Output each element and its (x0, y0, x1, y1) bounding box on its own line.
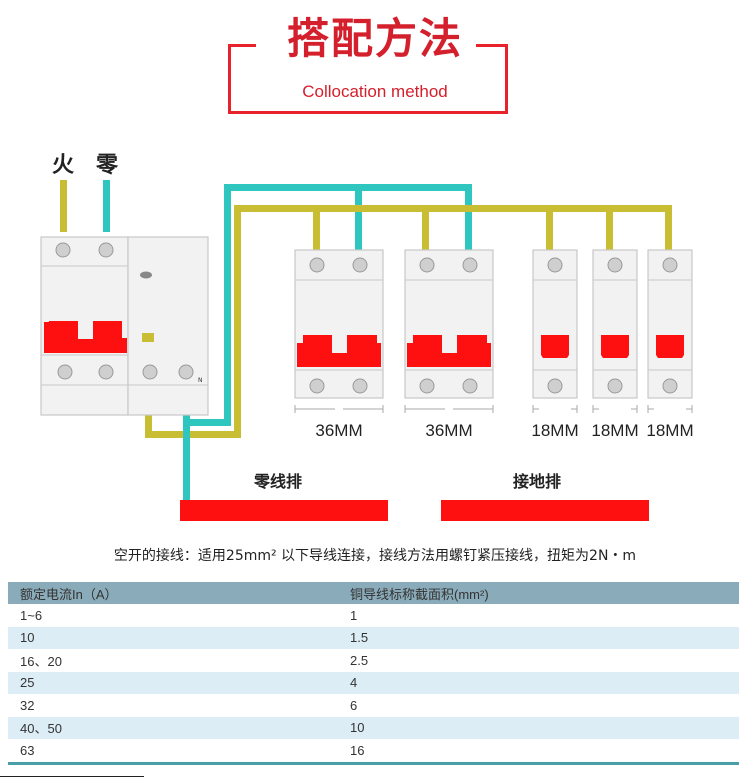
terminal-screw-icon (98, 364, 114, 380)
cell-area: 4 (338, 671, 739, 694)
cell-current: 40、50 (8, 716, 338, 739)
header-wire-cross-section: 铜导线标称截面积(mm²) (338, 582, 739, 604)
table-row: 16、20 2.5 (8, 649, 739, 672)
ground-busbar (441, 500, 649, 521)
terminal-screw-icon (98, 242, 114, 258)
neutral-wire (183, 184, 472, 505)
terminal-screw-icon (662, 257, 678, 273)
breaker-width-label: 36MM (425, 421, 472, 440)
terminal-screw-icon (309, 378, 325, 394)
terminal-screw-icon (309, 257, 325, 273)
cell-area: 2.5 (350, 652, 369, 668)
breaker-2p: 36MM (404, 249, 494, 440)
page-subtitle: Collocation method (302, 82, 448, 101)
breaker-width-label: 18MM (531, 421, 578, 440)
handle-icon (297, 335, 381, 367)
table-row: 1~6 1 (8, 604, 739, 627)
terminal-screw-icon (462, 378, 478, 394)
neutral-busbar (180, 500, 388, 521)
cell-current: 63 (8, 739, 338, 765)
dimension-line (647, 405, 693, 413)
terminal-screw-icon (352, 378, 368, 394)
title-frame-top-right (476, 44, 508, 47)
dimension-line (294, 405, 384, 413)
handle-icon (656, 335, 684, 358)
breaker-width-label: 36MM (315, 421, 362, 440)
breaker-1p: 18MM (591, 249, 639, 440)
header-rated-current: 额定电流In（A） (8, 582, 338, 604)
title-frame-border (228, 44, 508, 114)
live-input-wire (60, 180, 67, 232)
terminal-screw-icon (547, 257, 563, 273)
indicator-icon (142, 333, 154, 342)
terminal-screw-icon (462, 257, 478, 273)
breaker-width-label: 18MM (591, 421, 638, 440)
dimension-line (404, 405, 494, 413)
dimension-line (592, 405, 638, 413)
table-header-row: 额定电流In（A） 铜导线标称截面积(mm²) (8, 582, 739, 604)
cell-current: 25 (8, 671, 338, 694)
terminal-screw-icon (178, 364, 194, 380)
breaker-1p: 18MM (531, 249, 579, 440)
terminal-screw-icon (352, 257, 368, 273)
handle-icon (541, 335, 569, 358)
cell-area: 10 (338, 716, 739, 739)
page-title: 搭配方法 (286, 14, 463, 63)
handle-icon (601, 335, 629, 358)
neutral-input-wire (103, 180, 110, 232)
terminal-screw-icon (547, 378, 563, 394)
wire-crossing (183, 431, 190, 438)
terminal-screw-icon (607, 378, 623, 394)
cell-area: 16 (338, 739, 739, 765)
terminal-screw-icon (419, 257, 435, 273)
dimension-line (532, 405, 578, 413)
ground-busbar-label: 接地排 (513, 472, 561, 491)
cell-current: 16、20 (20, 653, 62, 669)
breaker-width-label: 18MM (646, 421, 693, 440)
neutral-label: 零 (95, 153, 119, 178)
terminal-screw-icon (142, 364, 158, 380)
handle-icon (407, 335, 491, 367)
breaker-2p: 36MM (294, 249, 384, 440)
title-frame-top-left (228, 44, 256, 47)
divider (0, 776, 144, 777)
terminal-screw-icon (57, 364, 73, 380)
handle-icon (44, 321, 127, 353)
terminal-screw-icon (55, 242, 71, 258)
test-button-icon (140, 271, 152, 279)
main-rcbo-breaker: N (40, 236, 209, 416)
terminal-screw-icon (607, 257, 623, 273)
cell-area: 1.5 (338, 626, 739, 649)
terminal-screw-icon (419, 378, 435, 394)
live-label: 火 (52, 153, 74, 178)
terminal-screw-icon (662, 378, 678, 394)
n-terminal-label: N (198, 377, 203, 384)
wiring-note: 空开的接线：适用25mm² 以下导线连接，接线方法用螺钉紧压接线，扭矩为2N・m (113, 548, 637, 564)
cell-current: 32 (20, 697, 35, 713)
cell-area: 1 (350, 607, 358, 623)
cell-area: 6 (350, 697, 358, 713)
table-row: 32 6 (8, 694, 739, 717)
wiring-diagram: 火 零 N (40, 153, 694, 521)
cell-current: 10 (8, 626, 338, 649)
breaker-1p: 18MM (646, 249, 694, 440)
neutral-busbar-label: 零线排 (253, 472, 302, 491)
cell-current: 1~6 (20, 607, 43, 623)
